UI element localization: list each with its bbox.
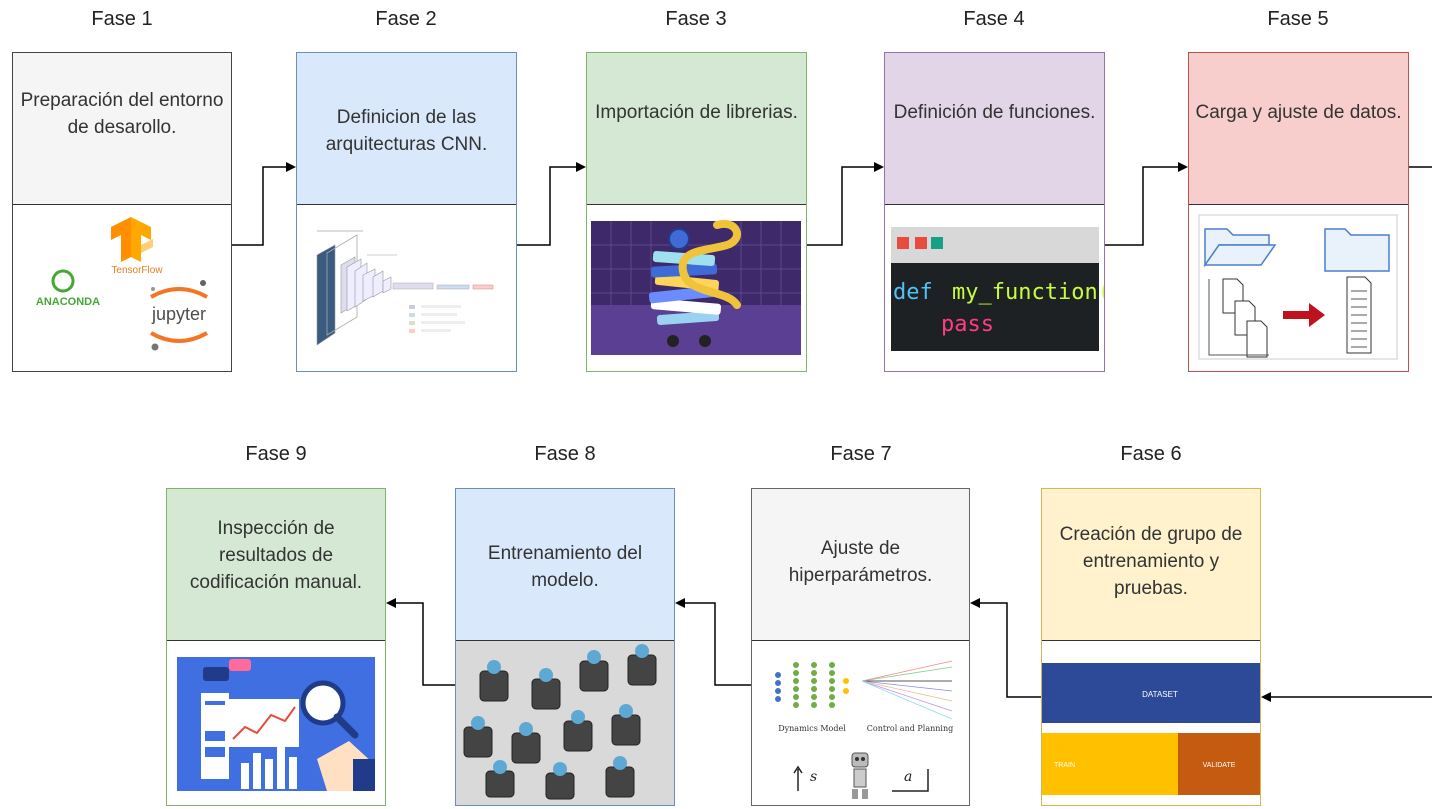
dataset-label: DATASET [1142,690,1178,699]
phase-label-5: Fase 5 [1267,8,1329,30]
phase-9-header: Inspección de resultados de codificación… [167,489,385,640]
validate-bar [1178,733,1260,795]
magnifier-icon [300,680,346,726]
robot-group-icon [463,644,657,800]
phase-5-title: Carga y ajuste de datos. [1195,102,1402,123]
python-library-illustration [587,205,806,371]
code-editor: def my_function( pass [885,205,1104,371]
phase-8-title: Entrenamiento del modelo. [487,543,643,591]
window-dot-icon [915,237,927,249]
phase-4-box: Definición de funciones. def my_function… [884,52,1105,372]
dataset-bar [1042,663,1260,723]
robot-icon [851,752,869,799]
phase-7-title: Ajuste de hiperparámetros. [788,538,933,586]
phase-8-box: Entrenamiento del modelo. [455,488,675,806]
bar-chart-icon [241,747,297,789]
phase-5-header: Carga y ajuste de datos. [1189,53,1408,204]
arrowhead-icon [874,162,884,172]
validate-label: VALIDATE [1203,762,1236,769]
code-body: pass [941,312,994,337]
phase-1-title: Preparación del entorno de desarollo. [20,90,224,138]
phase-label-4: Fase 4 [963,8,1025,30]
phase-5-box: Carga y ajuste de datos. [1188,52,1409,372]
phase-label-2: Fase 2 [375,8,437,30]
chat-bubble-icon [229,659,251,671]
phase-1-box: Preparación del entorno de desarollo. Te… [12,52,232,372]
phase-2-box: Definicion de las arquitecturas CNN. [296,52,517,372]
phase-1-header: Preparación del entorno de desarollo. [13,53,231,204]
arrowhead-icon [1178,162,1188,172]
phase-3-box: Importación de librerias. [586,52,807,372]
arrowhead-icon [286,162,296,172]
phase-7-box: Ajuste de hiperparámetros. Dynamics Mode… [751,488,970,806]
control-planning-label: Control and Planning [867,724,953,733]
phase-3-title: Importación de librerias. [595,102,798,123]
dynamics-model-label: Dynamics Model [778,724,846,733]
svg-text:def my_function(: def my_function( [893,280,1104,305]
code-keyword: def [893,280,933,305]
phase-4-header: Definición de funciones. [885,53,1104,204]
phase-label-6: Fase 6 [1120,443,1182,465]
folder-closed-icon [1324,228,1390,272]
code-function-name: my_function( [952,280,1104,305]
anaconda-text: ANACONDA [36,296,100,308]
train-label: TRAIN [1054,762,1075,769]
phase-6-box: Creación de grupo de entrenamiento y pru… [1041,488,1261,806]
state-reward-label: s [810,769,817,785]
phase-2-title: Definicion de las arquitecturas CNN. [325,107,488,155]
folder-open-icon [1203,228,1277,268]
model-learning-diagram: Dynamics Model Control and Planning s a [752,641,969,805]
phase-2-header: Definicion de las arquitecturas CNN. [297,53,516,204]
arrowhead-icon [675,598,685,608]
phase-3-header: Importación de librerias. [587,53,806,204]
analytics-inspection-illustration [167,641,385,805]
chat-bubble-icon [203,667,229,681]
python-snake-icon [678,219,741,309]
tensorflow-logo-icon [111,217,153,262]
phase-label-8: Fase 8 [534,443,596,465]
arrow-right-icon [1283,303,1325,327]
folder-transfer-icon [1189,205,1408,371]
cnn-architecture-diagram [297,205,516,371]
phase-9-title: Inspección de resultados de codificación… [189,518,363,593]
arrowhead-icon [970,598,980,608]
document-stack-icon [1222,278,1268,358]
jupyter-logo-icon [150,280,208,351]
arrowhead-icon [1261,692,1271,702]
phase-6-header: Creación de grupo de entrenamiento y pru… [1042,489,1260,640]
phase-9-box: Inspección de resultados de codificación… [166,488,386,806]
phase-4-title: Definición de funciones. [893,102,1096,123]
arrowhead-icon [386,598,396,608]
phase-label-9: Fase 9 [245,443,307,465]
phase-label-3: Fase 3 [665,8,727,30]
phase-6-title: Creación de grupo de entrenamiento y pru… [1059,524,1243,599]
cnn-layers-icon [316,230,494,346]
phase-label-1: Fase 1 [91,8,153,30]
dataset-split: DATASET TRAIN VALIDATE [1042,641,1260,805]
action-label: a [904,769,912,785]
phase-7-header: Ajuste de hiperparámetros. [752,489,969,640]
tensorflow-text: TensorFlow [111,265,163,276]
jupyter-text: jupyter [151,304,206,324]
phase-8-header: Entrenamiento del modelo. [456,489,674,640]
dev-tools-logos: TensorFlow ANACONDA jupyter [13,205,231,371]
window-dot-icon [931,237,943,249]
robots-training-illustration [456,641,674,805]
arrowhead-icon [576,162,586,172]
anaconda-logo-icon [51,269,75,293]
train-bar [1042,733,1178,795]
window-dot-icon [897,237,909,249]
neural-network-icon [775,662,849,708]
trajectory-plot-icon [861,660,953,720]
phase-label-7: Fase 7 [830,443,892,465]
